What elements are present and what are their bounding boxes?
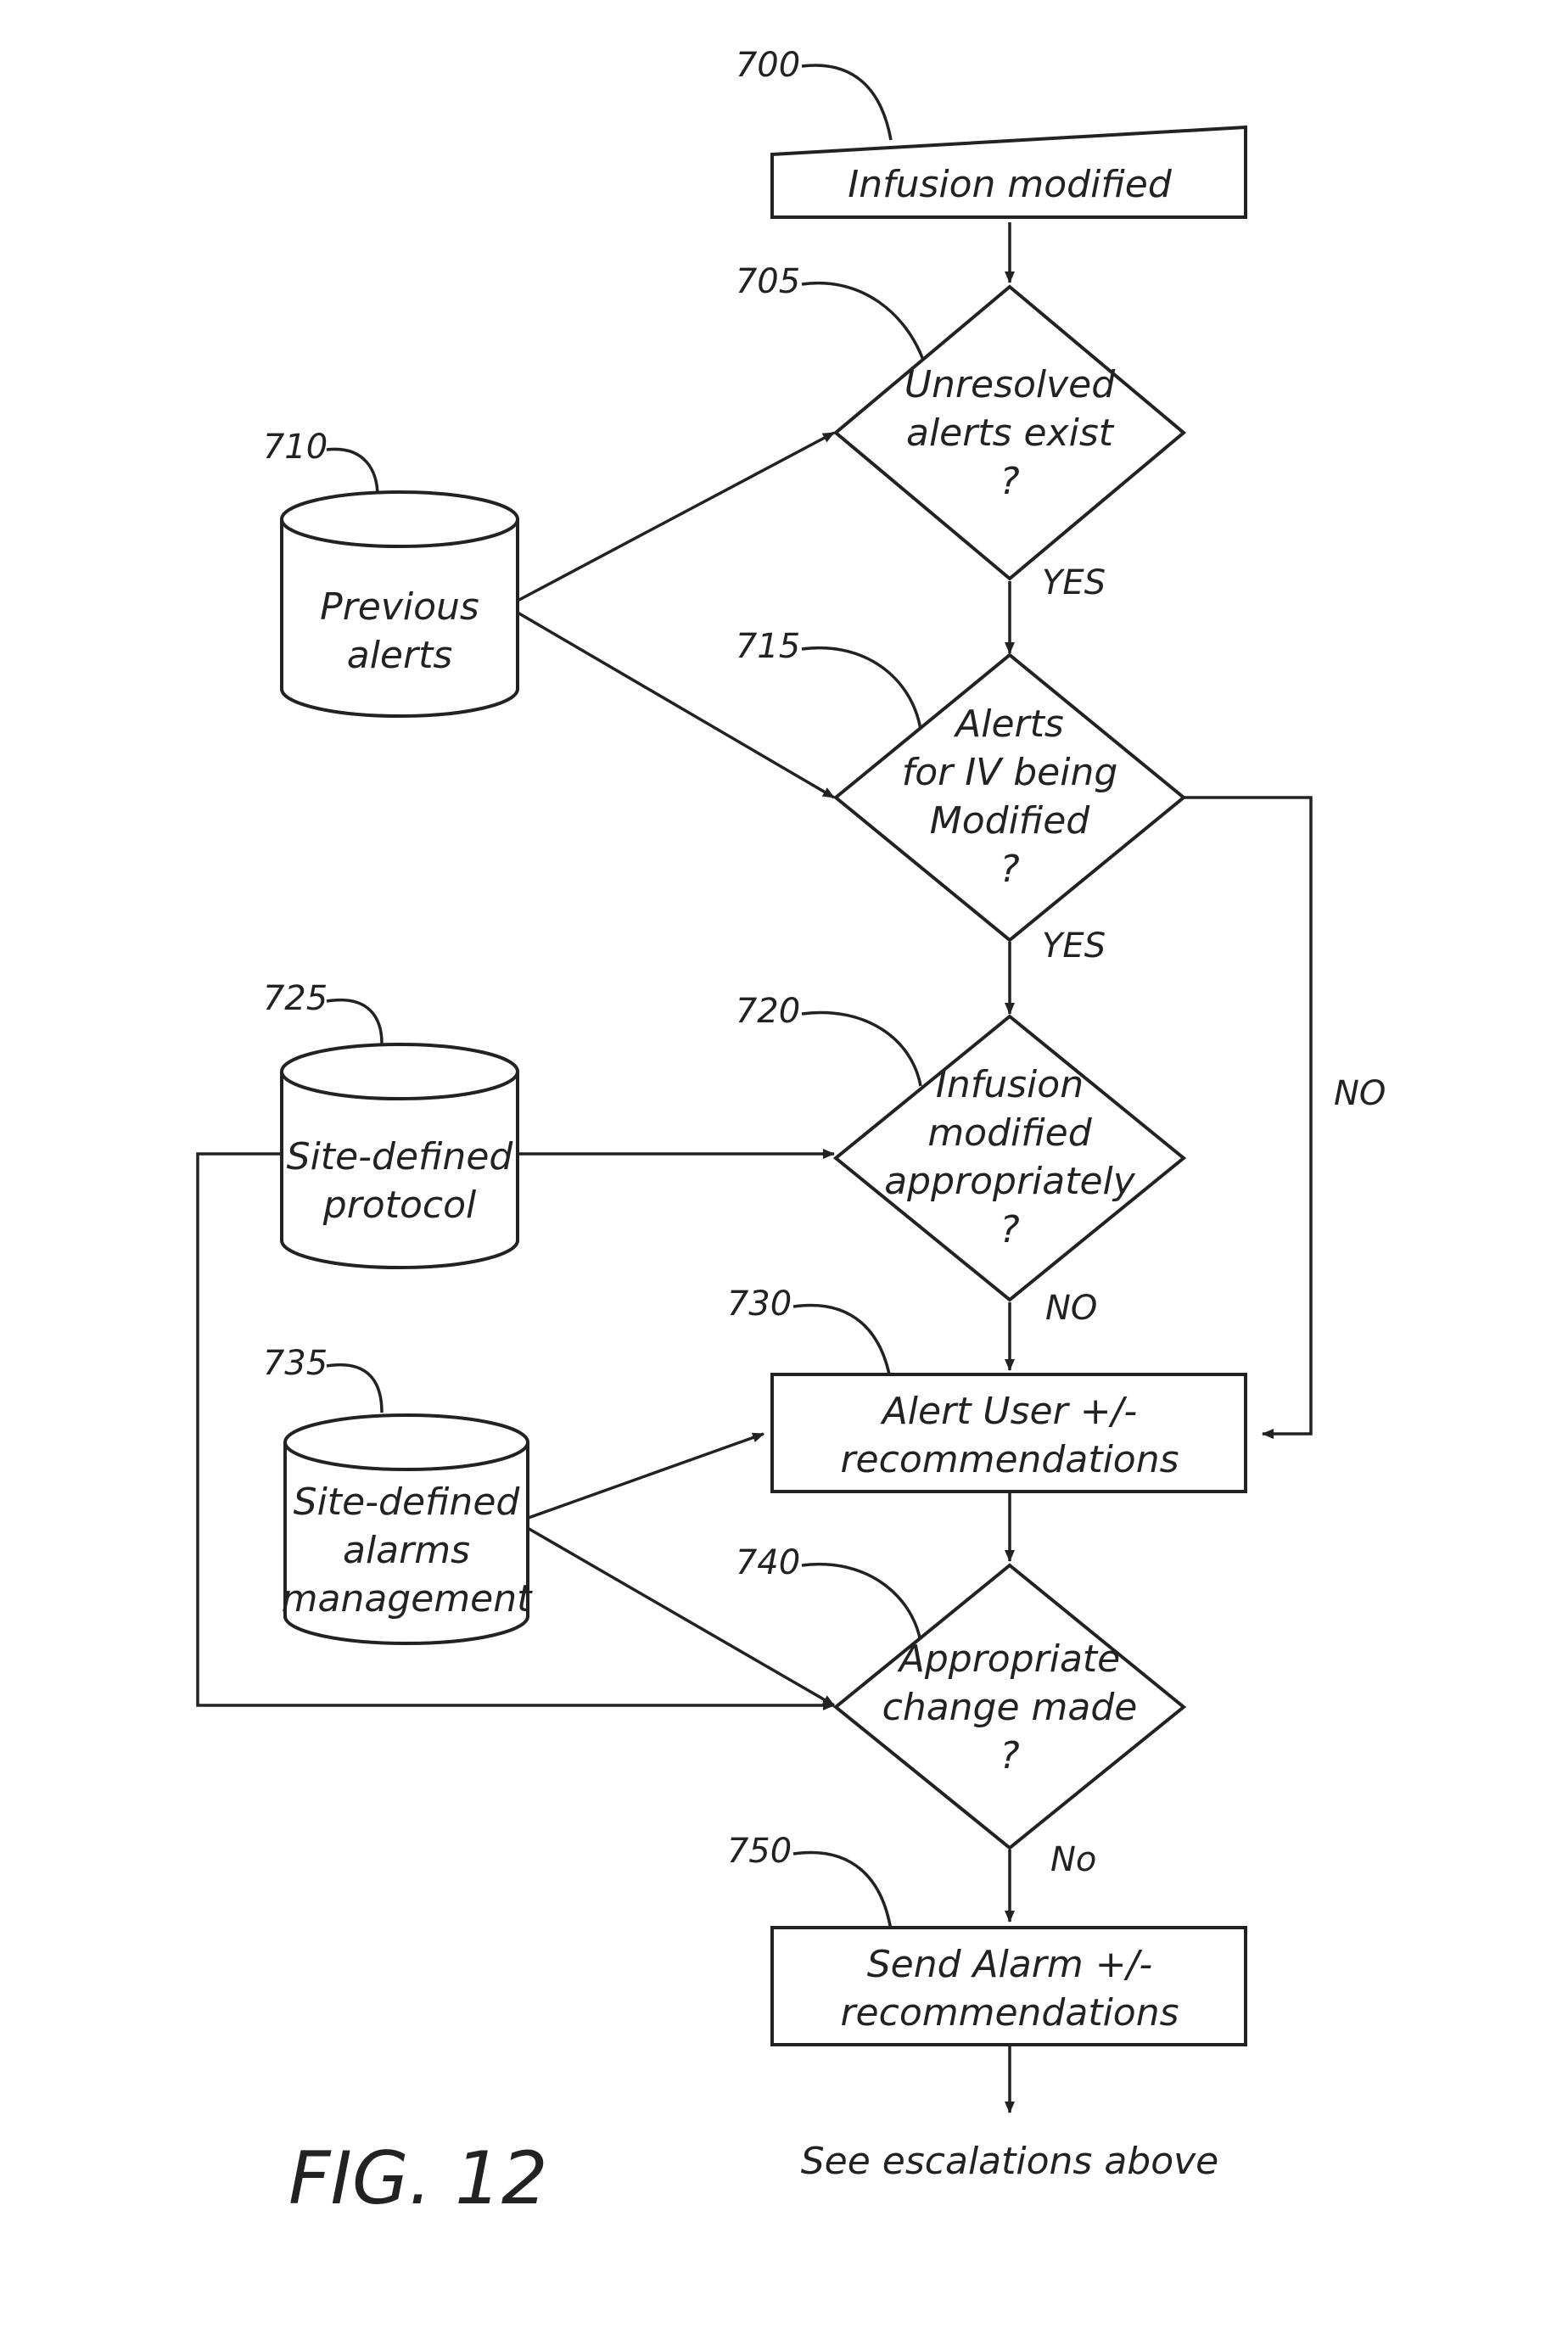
database-735-line-2: alarms: [343, 1529, 470, 1572]
branch-720-no: NO: [1045, 1289, 1097, 1328]
ref-725: 725: [263, 979, 328, 1018]
database-735-line-3: management: [282, 1577, 533, 1620]
leader-715: [802, 648, 921, 730]
decision-705-line-1: Unresolved: [904, 363, 1116, 406]
leader-720: [802, 1012, 921, 1086]
database-710-line-1: Previous: [320, 585, 479, 629]
decision-715-line-3: Modified: [930, 799, 1091, 842]
decision-705-line-3: ?: [1000, 460, 1019, 503]
database-725-line-1: Site-defined: [287, 1135, 514, 1178]
start-infusion-modified-label: Infusion modified: [848, 163, 1173, 206]
database-735-line-1: Site-defined: [294, 1480, 521, 1524]
process-730-line-2: recommendations: [840, 1438, 1179, 1481]
leader-725: [327, 1000, 382, 1044]
process-750-line-2: recommendations: [840, 1991, 1179, 2035]
decision-715-line-4: ?: [1000, 848, 1019, 891]
ref-705: 705: [736, 262, 800, 301]
leader-700: [802, 65, 891, 140]
leader-750: [793, 1852, 891, 1930]
decision-740-line-1: Appropriate: [897, 1637, 1121, 1681]
figure-label: FIG. 12: [288, 2136, 548, 2221]
branch-715-no: NO: [1334, 1074, 1386, 1113]
database-710-line-2: alerts: [347, 634, 453, 677]
decision-720-infusion-modified-appropriately: [836, 1016, 1184, 1300]
ref-735: 735: [263, 1344, 328, 1383]
leader-730: [793, 1305, 891, 1383]
database-725-line-2: protocol: [322, 1184, 477, 1227]
arrow-735-to-730: [526, 1434, 764, 1519]
decision-720-line-2: modified: [927, 1111, 1092, 1155]
process-730-line-1: Alert User +/-: [880, 1390, 1138, 1433]
ref-750: 750: [727, 1832, 792, 1871]
decision-715-line-2: for IV being: [902, 751, 1118, 794]
decision-715-line-1: Alerts: [953, 702, 1064, 746]
decision-720-line-3: appropriately: [884, 1160, 1136, 1203]
ref-715: 715: [736, 627, 800, 666]
branch-740-no: No: [1050, 1840, 1096, 1879]
arrow-710-to-705: [518, 433, 834, 601]
leader-705: [802, 283, 925, 365]
decision-740-line-3: ?: [1000, 1734, 1019, 1777]
footer-escalations-text: See escalations above: [801, 2140, 1219, 2183]
leader-735: [327, 1365, 382, 1413]
ref-730: 730: [727, 1285, 792, 1324]
decision-705-line-2: alerts exist: [906, 411, 1115, 455]
ref-700: 700: [736, 46, 800, 85]
leader-710: [327, 449, 378, 496]
decision-715-alerts-for-iv: [836, 655, 1184, 940]
branch-715-yes: YES: [1042, 926, 1106, 966]
branch-705-yes: YES: [1042, 563, 1106, 602]
leader-740: [802, 1564, 921, 1642]
decision-720-line-4: ?: [1000, 1208, 1019, 1251]
arrow-715-no-to-730: [1181, 798, 1311, 1434]
ref-740: 740: [736, 1543, 800, 1582]
decision-740-line-2: change made: [882, 1686, 1138, 1729]
process-750-line-1: Send Alarm +/-: [867, 1943, 1153, 1986]
ref-710: 710: [263, 428, 328, 467]
decision-720-line-1: Infusion: [936, 1063, 1084, 1106]
ref-720: 720: [736, 992, 800, 1031]
